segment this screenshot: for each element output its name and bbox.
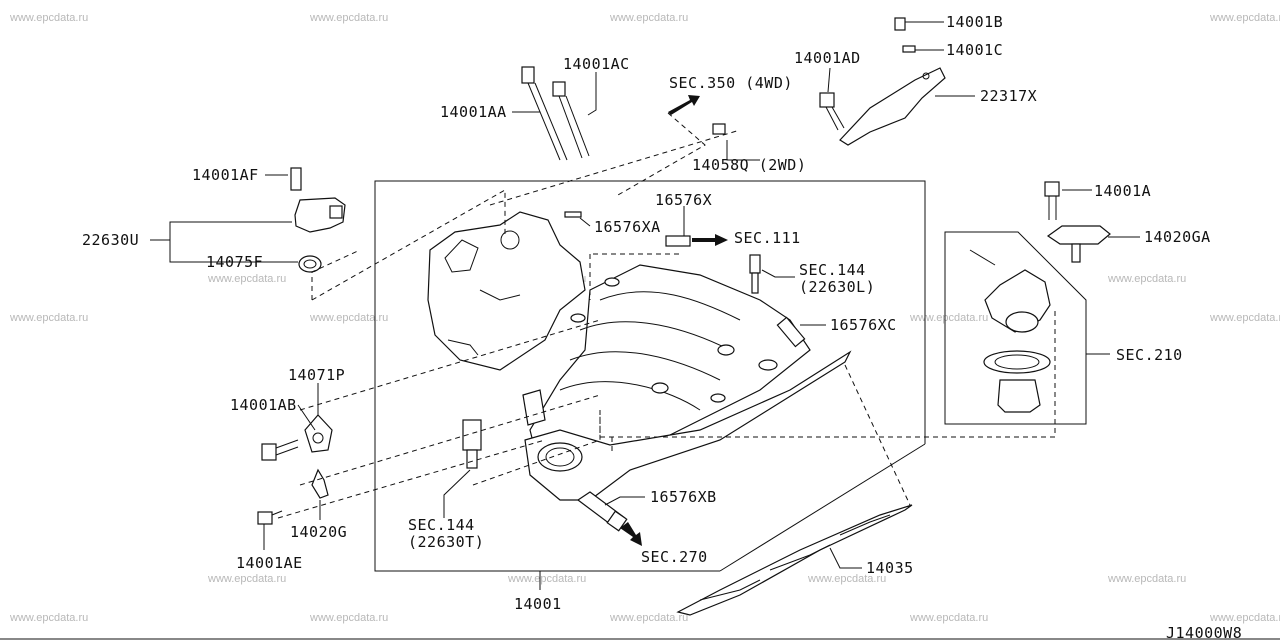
arrow-icon xyxy=(668,95,700,115)
watermark: www.epcdata.ru xyxy=(909,312,988,324)
label-22630T: (22630T) xyxy=(408,533,484,551)
sensor-22630U xyxy=(290,167,346,273)
label-16576XA: 16576XA xyxy=(594,218,661,236)
watermark: www.epcdata.ru xyxy=(609,612,688,624)
label-14001AB: 14001AB xyxy=(230,396,297,414)
hose-16576X xyxy=(665,235,691,247)
watermark: www.epcdata.ru xyxy=(309,12,388,24)
label-sec-144-lower: SEC.144 xyxy=(408,516,475,534)
label-14001AA: 14001AA xyxy=(440,103,507,121)
bolt-14001AE xyxy=(257,510,283,525)
label-22630U: 22630U xyxy=(82,231,139,249)
watermark: www.epcdata.ru xyxy=(9,312,88,324)
label-14001: 14001 xyxy=(514,595,562,613)
watermark: www.epcdata.ru xyxy=(1209,12,1280,24)
watermark: www.epcdata.ru xyxy=(207,573,286,585)
thermostat-frame xyxy=(944,231,1110,425)
watermark: www.epcdata.ru xyxy=(1107,573,1186,585)
arrows xyxy=(620,95,728,546)
label-14001C: 14001C xyxy=(946,41,1003,59)
dashed-guides xyxy=(277,112,1056,519)
label-22630L: (22630L) xyxy=(799,278,875,296)
bracket-22317X xyxy=(839,17,946,146)
label-14058Q: 14058Q (2WD) xyxy=(692,156,806,174)
bolt-14001AD xyxy=(819,92,845,131)
label-14001AD: 14001AD xyxy=(794,49,861,67)
label-22317X: 22317X xyxy=(980,87,1037,105)
bolt-14001A xyxy=(1044,181,1060,220)
label-14035: 14035 xyxy=(866,559,914,577)
label-sec-270: SEC.270 xyxy=(641,548,708,566)
arrow-icon xyxy=(620,522,642,546)
watermark: www.epcdata.ru xyxy=(1209,612,1280,624)
bracket-14020GA xyxy=(1046,225,1111,263)
thermostat-housing xyxy=(969,249,1051,413)
manifold-gasket xyxy=(676,504,913,616)
intake-manifold xyxy=(427,211,852,501)
sensor-22630L xyxy=(749,254,761,294)
watermark: www.epcdata.ru xyxy=(207,273,286,285)
part-labels: 14001B 14001C 22317X 14001AD 14001AC 140… xyxy=(82,13,1211,613)
watermark: www.epcdata.ru xyxy=(909,612,988,624)
main-assembly-frame xyxy=(374,180,926,590)
watermark: www.epcdata.ru xyxy=(609,12,688,24)
watermark: www.epcdata.ru xyxy=(309,612,388,624)
watermark: www.epcdata.ru xyxy=(1209,312,1280,324)
label-16576XB: 16576XB xyxy=(650,488,717,506)
watermark: www.epcdata.ru xyxy=(309,312,388,324)
watermark: www.epcdata.ru xyxy=(9,612,88,624)
bolt-14001AC xyxy=(552,81,590,159)
watermark: www.epcdata.ru xyxy=(9,12,88,24)
diagram-code: J14000W8 xyxy=(1166,624,1242,640)
leader-lines xyxy=(150,21,1140,569)
label-14001A: 14001A xyxy=(1094,182,1151,200)
watermark-layer: www.epcdata.ru www.epcdata.ru www.epcdat… xyxy=(9,12,1280,624)
label-14001B: 14001B xyxy=(946,13,1003,31)
label-sec-210: SEC.210 xyxy=(1116,346,1183,364)
bolt-14001AB xyxy=(261,439,299,461)
watermark: www.epcdata.ru xyxy=(1107,273,1186,285)
label-sec-111: SEC.111 xyxy=(734,229,801,247)
hose-16576XB xyxy=(576,491,628,532)
watermark: www.epcdata.ru xyxy=(807,573,886,585)
label-14020GA: 14020GA xyxy=(1144,228,1211,246)
pin-16576XA xyxy=(564,211,582,218)
label-16576X: 16576X xyxy=(655,191,712,209)
label-14001AF: 14001AF xyxy=(192,166,259,184)
label-14071P: 14071P xyxy=(288,366,345,384)
label-16576XC: 16576XC xyxy=(830,316,897,334)
sensor-22630T xyxy=(462,419,482,469)
label-14020G: 14020G xyxy=(290,523,347,541)
bolt-14001AA xyxy=(521,66,568,161)
label-14001AC: 14001AC xyxy=(563,55,630,73)
plug-14058Q xyxy=(712,123,726,135)
watermark: www.epcdata.ru xyxy=(507,573,586,585)
bracket-14020G xyxy=(311,468,329,499)
arrow-icon xyxy=(692,234,728,246)
label-sec-350: SEC.350 (4WD) xyxy=(669,74,793,92)
label-14075F: 14075F xyxy=(206,253,263,271)
bracket-14071P xyxy=(304,414,333,453)
hose-16576XC xyxy=(776,316,806,348)
label-sec-144-upper: SEC.144 xyxy=(799,261,866,279)
label-14001AE: 14001AE xyxy=(236,554,303,572)
